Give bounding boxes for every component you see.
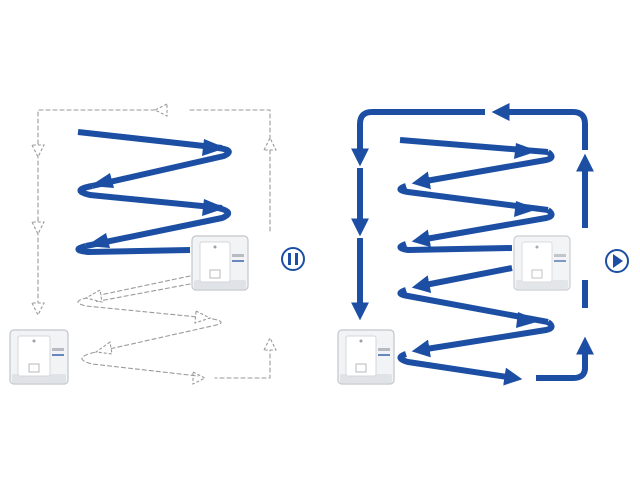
running-panel (337, 103, 629, 386)
blue-perimeter-path (351, 103, 594, 381)
blue-zigzag-path (75, 129, 232, 255)
blue-zigzag-path-full (397, 137, 555, 386)
window-robot-current (191, 235, 249, 291)
play-icon[interactable] (605, 249, 629, 273)
window-robot-start (337, 329, 395, 385)
dashed-arrowhead (263, 136, 277, 151)
dashed-arrowhead (31, 144, 45, 159)
dashed-arrowhead (153, 103, 168, 117)
pause-icon[interactable] (281, 247, 305, 271)
dashed-arrowhead (192, 371, 207, 385)
dashed-arrowhead (31, 302, 45, 317)
blue-arrowhead (202, 139, 226, 156)
dashed-perimeter-path (31, 103, 277, 385)
blue-arrowhead (514, 201, 538, 217)
dashed-arrowhead (31, 221, 45, 236)
paused-panel (9, 103, 305, 385)
dashed-zigzag-path (77, 275, 222, 377)
blue-arrowhead (514, 143, 538, 159)
dashed-arrowhead (94, 341, 113, 355)
dashed-arrowhead (194, 310, 212, 324)
dashed-arrowhead (84, 289, 103, 303)
window-robot-start (9, 329, 69, 385)
blue-arrowhead (86, 233, 110, 248)
window-robot-current (513, 235, 571, 291)
blue-arrowhead (202, 199, 226, 216)
dashed-arrowhead (263, 336, 277, 351)
blue-arrowhead (90, 173, 114, 188)
blue-arrowhead (516, 312, 540, 328)
